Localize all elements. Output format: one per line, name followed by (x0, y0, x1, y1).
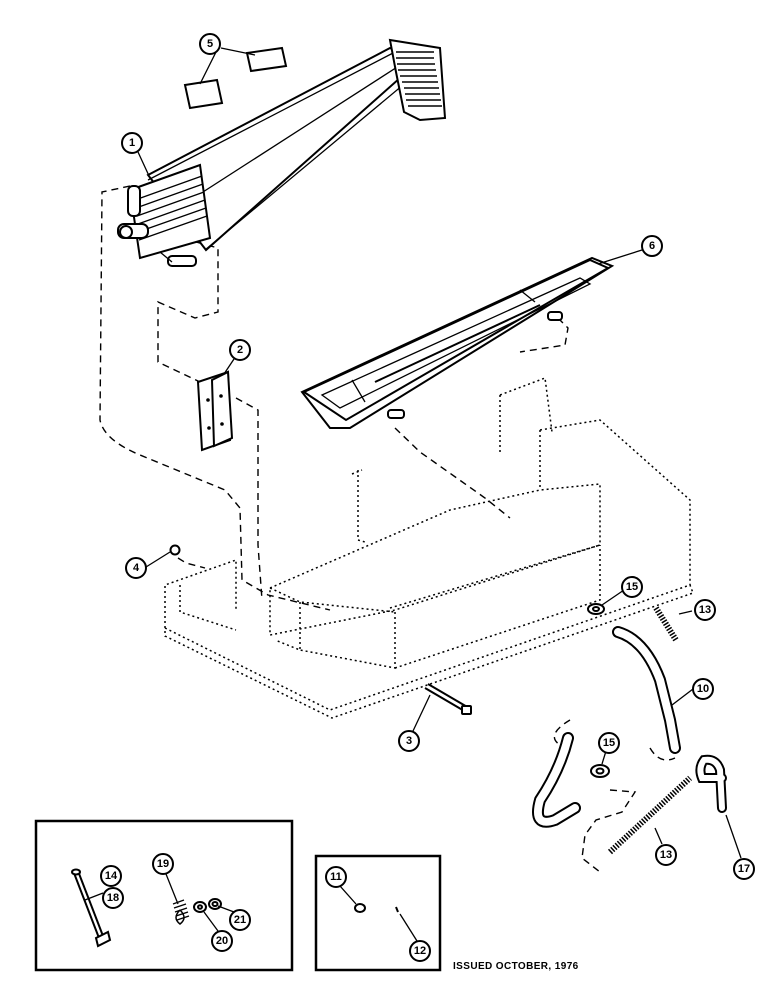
svg-text:15: 15 (626, 581, 638, 593)
svg-text:14: 14 (105, 870, 118, 882)
callout-13-lower: 13 (655, 844, 677, 866)
callout-15-upper: 15 (621, 576, 643, 598)
svg-text:12: 12 (414, 945, 426, 957)
callout-21: 21 (229, 909, 251, 931)
callout-14: 14 (100, 865, 122, 887)
svg-text:1: 1 (129, 137, 135, 149)
svg-text:15: 15 (603, 737, 615, 749)
callout-19: 19 (152, 853, 174, 875)
callout-20: 20 (211, 930, 233, 952)
callout-13-upper: 13 (694, 599, 716, 621)
callout-17: 17 (733, 858, 755, 880)
callouts: 1 5 6 2 4 3 15 13 10 15 13 17 14 18 19 2… (100, 33, 755, 962)
bracket-part (196, 370, 234, 452)
svg-text:17: 17 (738, 863, 750, 875)
callout-11: 11 (325, 866, 347, 888)
svg-text:13: 13 (699, 604, 711, 616)
tray-part (300, 256, 615, 429)
routing-lines (99, 185, 676, 873)
hardware-parts (169, 544, 610, 778)
callout-6: 6 (641, 235, 663, 257)
callout-12: 12 (409, 940, 431, 962)
svg-text:19: 19 (157, 858, 169, 870)
callout-3: 3 (398, 730, 420, 752)
cooler-assembly (117, 38, 447, 267)
svg-text:3: 3 (406, 735, 412, 747)
svg-text:4: 4 (133, 562, 140, 574)
callout-10: 10 (692, 678, 714, 700)
leader-lines (84, 47, 742, 942)
svg-text:11: 11 (330, 871, 342, 883)
callout-2: 2 (229, 339, 251, 361)
callout-4: 4 (125, 557, 147, 579)
svg-text:6: 6 (649, 240, 655, 252)
svg-text:5: 5 (207, 38, 213, 50)
inset-box-left (34, 819, 294, 972)
callout-1: 1 (121, 132, 143, 154)
svg-text:18: 18 (107, 892, 119, 904)
svg-text:2: 2 (237, 344, 243, 356)
frame-assembly (164, 376, 694, 719)
svg-text:13: 13 (660, 849, 672, 861)
hose-parts (531, 606, 727, 855)
pad-parts (183, 46, 288, 110)
callout-18: 18 (102, 887, 124, 909)
svg-text:20: 20 (216, 935, 228, 947)
callout-15-lower: 15 (598, 732, 620, 754)
issued-date-footer: ISSUED OCTOBER, 1976 (453, 961, 579, 972)
callout-5: 5 (199, 33, 221, 55)
svg-text:10: 10 (697, 683, 709, 695)
svg-text:21: 21 (234, 914, 246, 926)
inset-box-right (314, 854, 442, 972)
